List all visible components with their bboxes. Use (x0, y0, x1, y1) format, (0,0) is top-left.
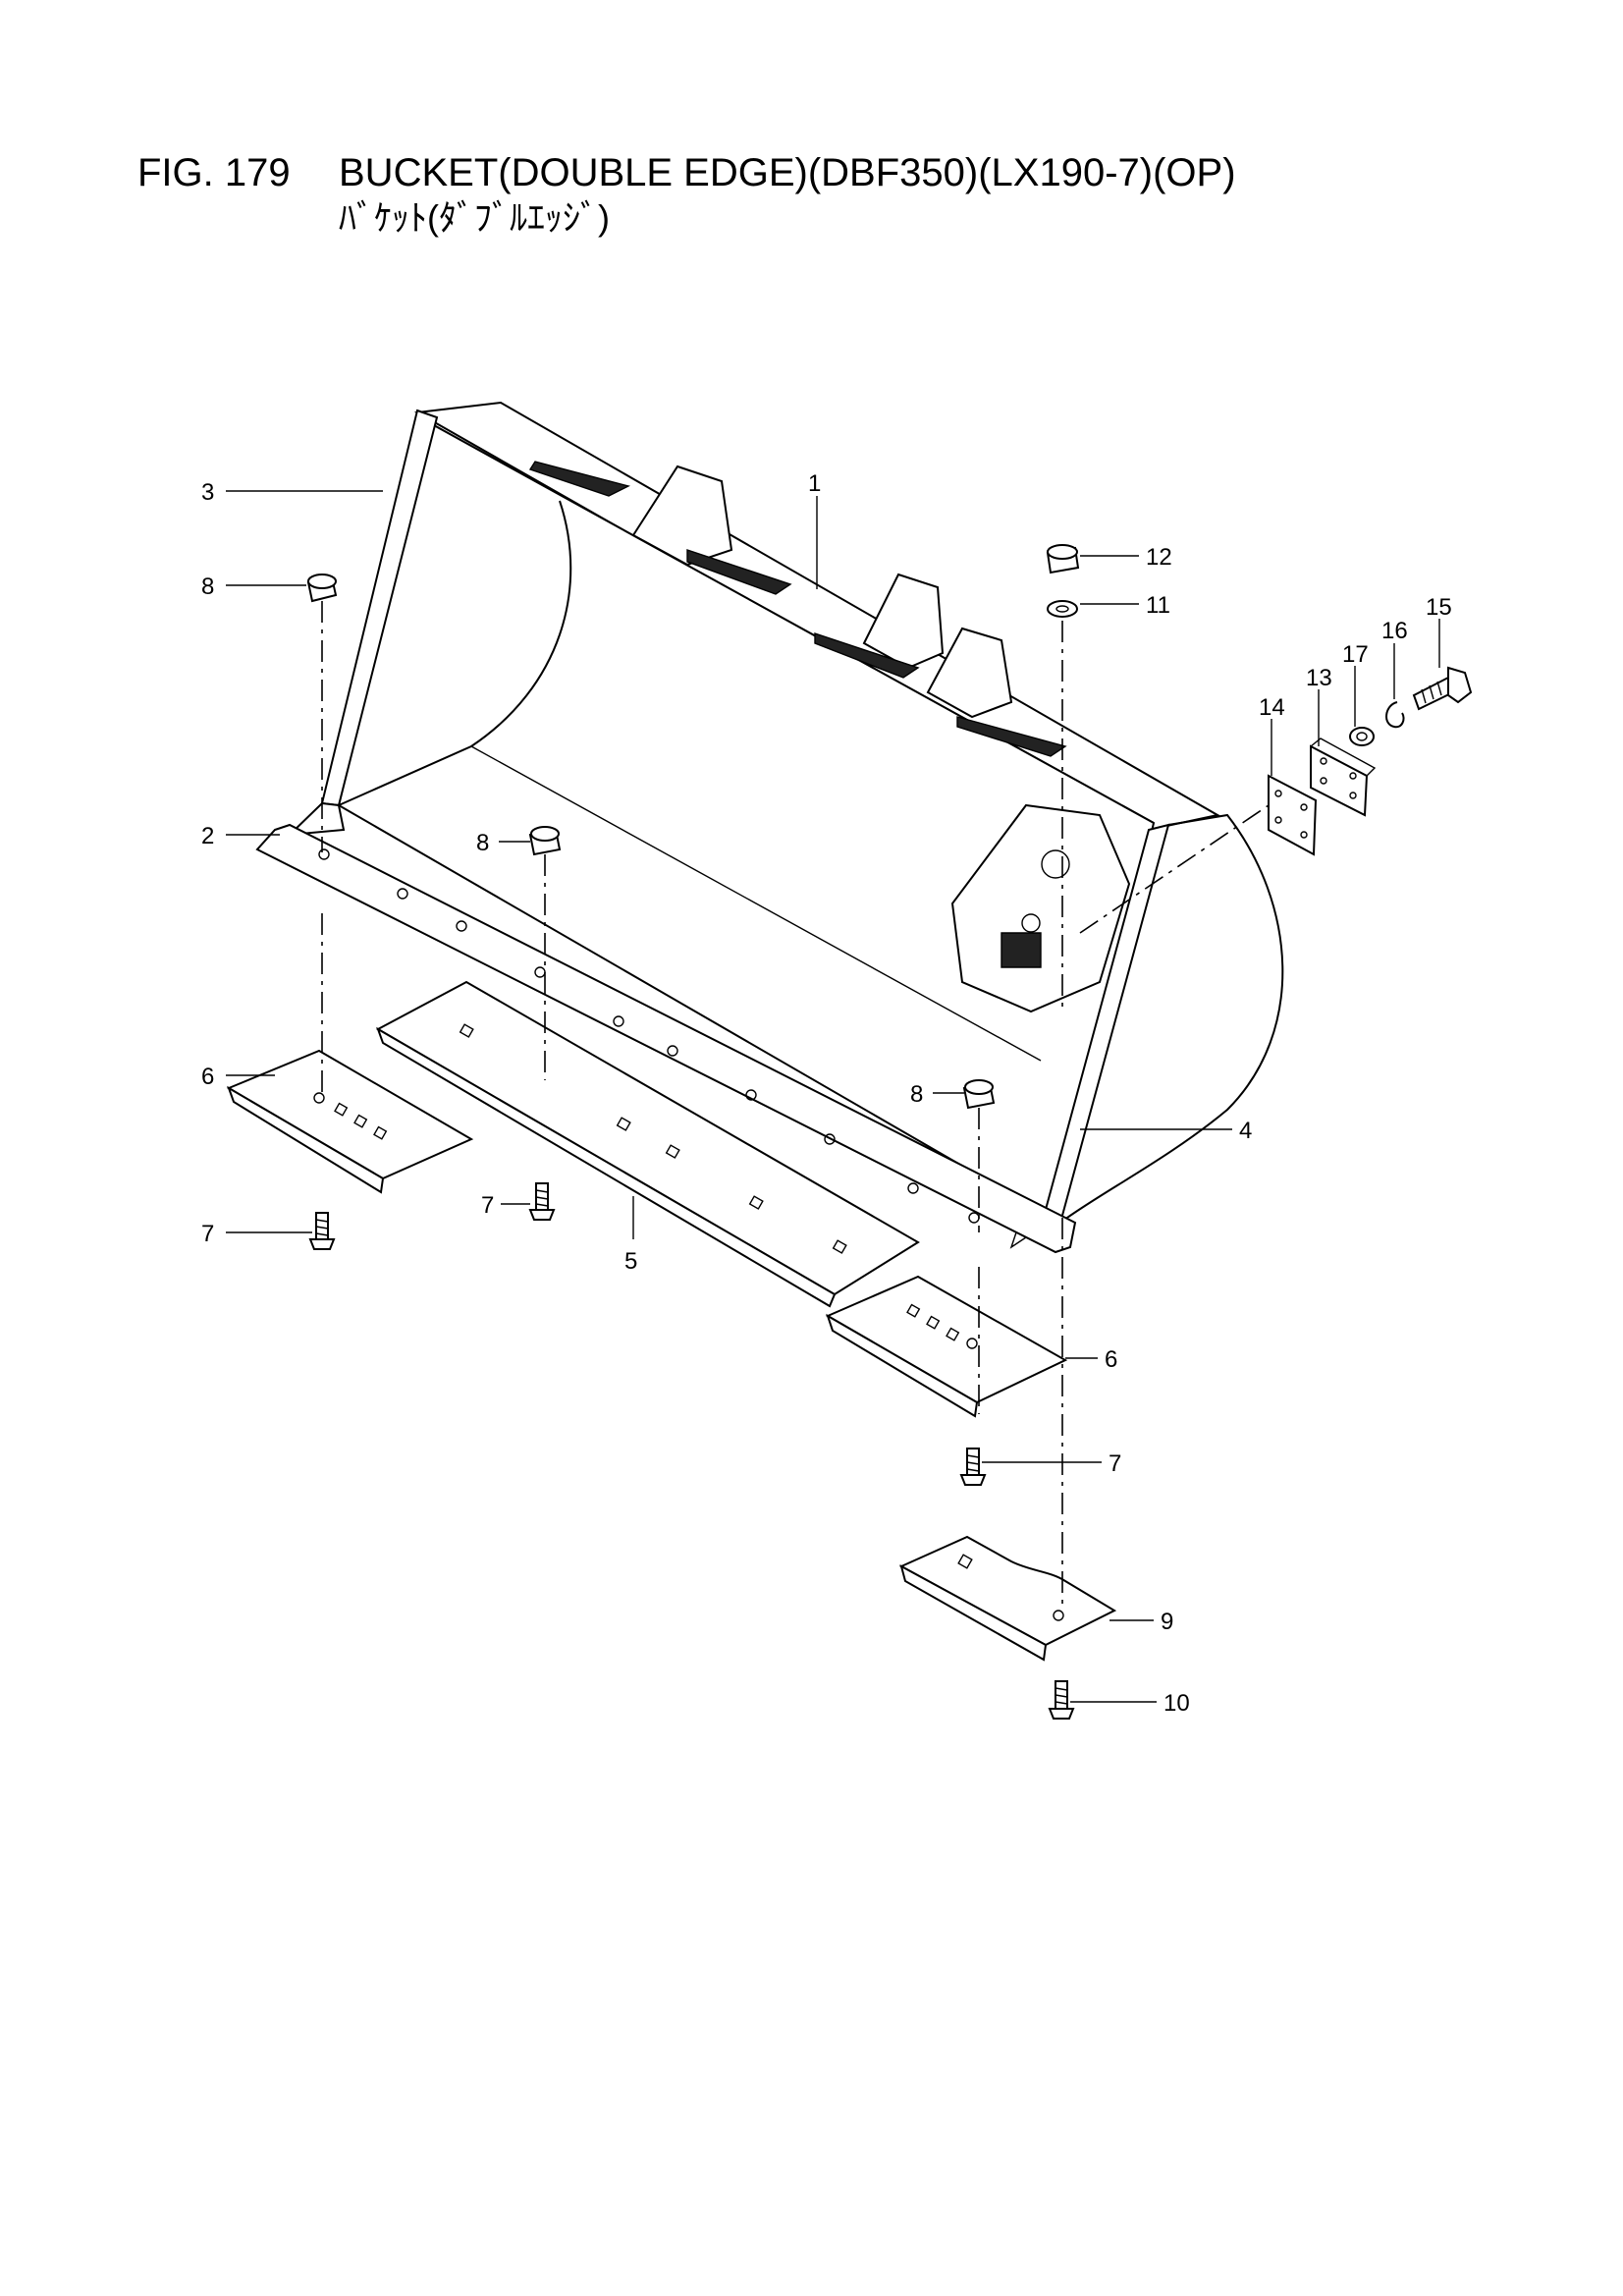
callout-17: 17 (1342, 641, 1369, 668)
callout-12: 12 (1146, 544, 1172, 571)
callout-4: 4 (1239, 1118, 1252, 1144)
bucket-body (337, 401, 1220, 1225)
center-cutting-edge (375, 980, 920, 1308)
right-end-bit (825, 1275, 1068, 1418)
callouts: 3 1 8 12 11 15 16 17 13 14 2 8 6 8 4 7 7… (201, 470, 1452, 1717)
nut-8-top-left (306, 574, 338, 603)
nut-12 (1046, 544, 1080, 574)
spring-washer-16 (1385, 701, 1405, 729)
callout-5: 5 (624, 1248, 637, 1275)
side-wear-plate (898, 1535, 1117, 1662)
callout-15: 15 (1426, 594, 1452, 621)
callout-7-right: 7 (1109, 1450, 1121, 1477)
side-shim-plate (1268, 774, 1318, 856)
flat-washer-17 (1349, 727, 1375, 746)
callout-8-center: 8 (476, 830, 489, 856)
bolt-7-right (959, 1448, 987, 1486)
callout-2: 2 (201, 823, 214, 849)
bolt-7-center (528, 1182, 556, 1221)
washer-11 (1047, 600, 1078, 618)
bolt-10 (1048, 1680, 1075, 1720)
bolt-7-left (308, 1212, 336, 1250)
callout-8-right: 8 (910, 1081, 923, 1108)
base-edge (255, 823, 1077, 1254)
nut-8-center (528, 826, 562, 856)
callout-11: 11 (1146, 592, 1170, 619)
figure-subtitle: ﾊﾞｹｯﾄ(ﾀﾞﾌﾞﾙｴｯｼﾞ) (339, 197, 610, 238)
left-end-bit (226, 1049, 474, 1194)
callout-7-left: 7 (201, 1221, 214, 1247)
callout-6-right: 6 (1105, 1346, 1117, 1373)
figure-title: BUCKET(DOUBLE EDGE)(DBF350)(LX190-7)(OP) (339, 151, 1236, 194)
hex-bolt-15 (1412, 666, 1473, 711)
callout-7-center: 7 (481, 1192, 494, 1219)
callout-9: 9 (1161, 1609, 1173, 1635)
left-side-cutter (287, 409, 439, 837)
leader-lines (226, 490, 1440, 1703)
callout-16: 16 (1381, 618, 1408, 644)
callout-13: 13 (1306, 665, 1332, 691)
assembly-centerlines (321, 601, 1270, 1611)
callout-3: 3 (201, 479, 214, 506)
nut-8-right (962, 1079, 996, 1110)
side-cover-plate (1310, 738, 1377, 817)
callout-8-top-left: 8 (201, 574, 214, 600)
callout-14: 14 (1259, 694, 1285, 721)
callout-1: 1 (808, 470, 821, 497)
callout-6-left: 6 (201, 1064, 214, 1090)
callout-10: 10 (1163, 1690, 1190, 1717)
figure-number: FIG. 179 (137, 151, 291, 194)
